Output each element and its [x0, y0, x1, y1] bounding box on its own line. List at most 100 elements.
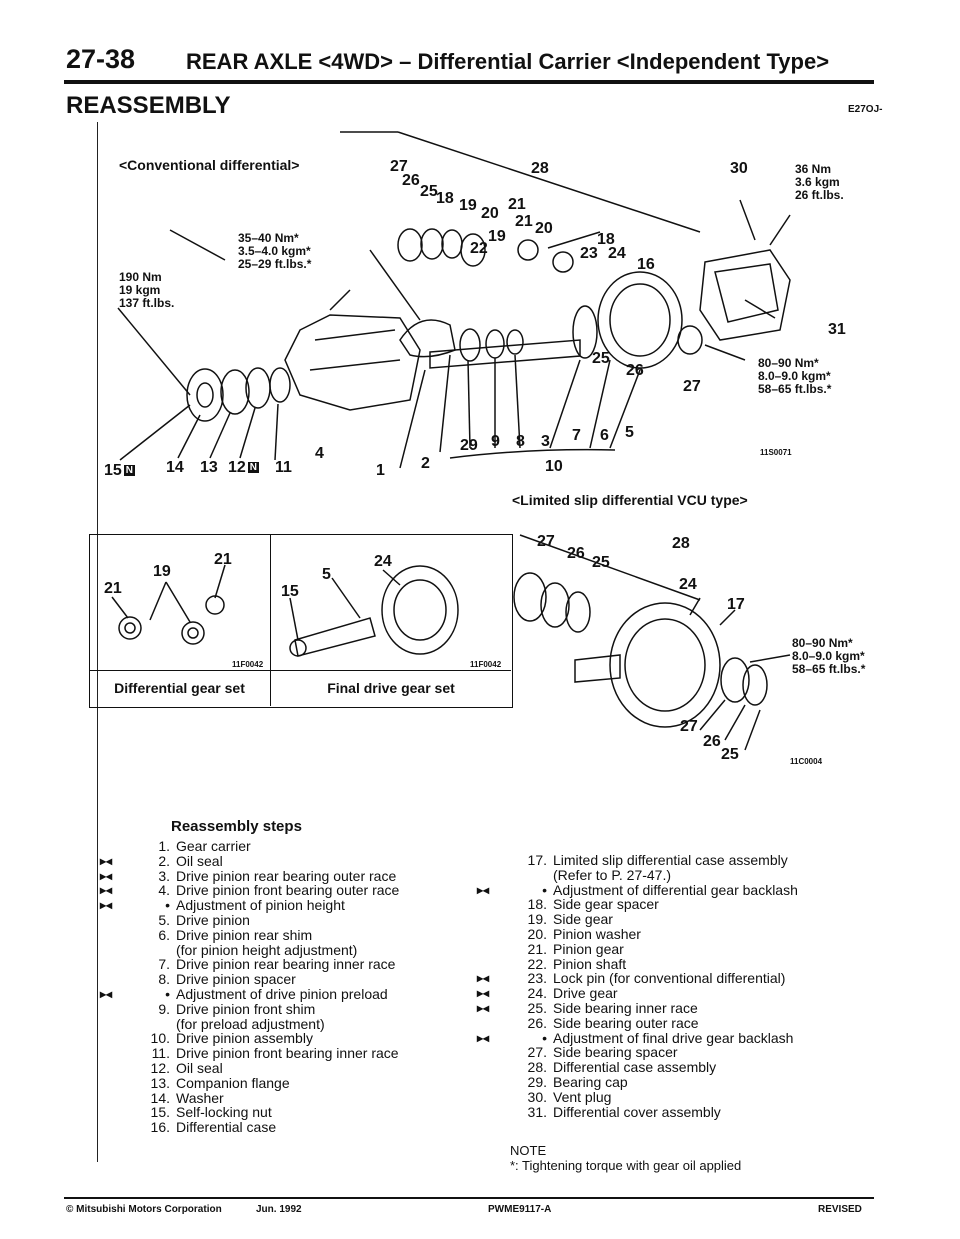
step-text: Pinion shaft	[553, 955, 627, 972]
step-number: 23.	[527, 970, 547, 987]
step-number: 12.	[150, 1059, 170, 1076]
step-item: 15.Self-locking nut	[144, 1105, 399, 1120]
step-text: Pinion washer	[553, 925, 641, 942]
callout: 27	[680, 718, 698, 735]
callout: 3	[541, 433, 550, 450]
step-item: 11. Drive pinion front bearing inner race	[144, 1046, 399, 1061]
step-text: Drive pinion rear bearing inner race	[176, 956, 396, 973]
step-item: (for pinion height adjustment)	[144, 941, 399, 958]
figure-code-lsd: 11C0004	[790, 757, 823, 766]
diagram-heading-lsd: <Limited slip differential VCU type>	[512, 492, 748, 508]
callout: 28	[531, 160, 549, 177]
torque-spec-a: 35–40 Nm*3.5–4.0 kgm*25–29 ft.lbs.*	[238, 231, 312, 271]
torque-spec-lsd: 80–90 Nm*8.0–9.0 kgm*58–65 ft.lbs.*	[792, 636, 866, 676]
callout: 31	[828, 321, 846, 338]
step-text: Pinion gear	[553, 940, 624, 957]
step-item: 17.Limited slip differential case assemb…	[521, 853, 798, 868]
note-text: *: Tightening torque with gear oil appli…	[510, 1158, 742, 1173]
step-number: 20.	[527, 925, 547, 942]
step-item: 14.Washer	[144, 1089, 399, 1106]
steps-list-right: 17.Limited slip differential case assemb…	[477, 853, 798, 1120]
section-title: REASSEMBLY	[66, 92, 231, 119]
step-text: Drive pinion spacer	[176, 971, 296, 988]
callout: 27	[683, 378, 701, 395]
step-number: 19.	[527, 911, 547, 928]
step-item: ▸◂Adjustment of pinion height	[100, 897, 399, 914]
step-text: Companion flange	[176, 1074, 290, 1091]
step-number: 2.	[158, 852, 170, 869]
step-number: 7.	[158, 956, 170, 973]
special-tool-icon: ▸◂	[100, 986, 113, 1001]
step-text: Differential cover assembly	[553, 1103, 721, 1120]
step-item: ▸◂2.Oil seal	[100, 852, 399, 869]
step-item: ▸◂4.Drive pinion front bearing outer rac…	[100, 882, 400, 899]
step-text: Side bearing spacer	[553, 1044, 678, 1061]
step-number	[521, 883, 547, 898]
callout: 27	[537, 533, 555, 550]
step-text: Self-locking nut	[176, 1104, 272, 1121]
step-number: 14.	[150, 1089, 170, 1106]
step-text: Adjustment of pinion height	[176, 897, 345, 914]
callout: 17	[727, 596, 745, 613]
callout: 25	[592, 350, 610, 367]
callout: 7	[572, 427, 581, 444]
step-item: 28.Differential case assembly	[521, 1060, 798, 1075]
step-item: ▸◂Adjustment of differential gear backla…	[477, 881, 798, 898]
step-number: 30.	[527, 1088, 547, 1105]
step-text: Drive pinion front bearing outer race	[176, 882, 400, 899]
callout: 11	[275, 459, 292, 476]
footer-doc-code: PWME9117-A	[488, 1204, 552, 1215]
step-text: Side bearing outer race	[553, 1014, 699, 1031]
step-item: 6.Drive pinion rear shim	[144, 927, 399, 943]
step-text: Drive pinion front bearing inner race	[176, 1045, 399, 1062]
callout: 26	[402, 172, 420, 189]
step-text: Drive pinion	[176, 911, 250, 928]
step-number: 9.	[158, 1000, 170, 1017]
special-tool-icon: ▸◂	[477, 986, 490, 1001]
callout: 15	[281, 583, 299, 600]
step-text: Drive gear	[553, 985, 618, 1002]
step-item: ▸◂24.Drive gear	[477, 985, 798, 1002]
footer-status: REVISED	[818, 1204, 862, 1215]
footer-date: Jun. 1992	[256, 1204, 302, 1215]
inset-frame	[89, 534, 513, 708]
step-item: 13. Companion flange	[144, 1074, 399, 1091]
callout: 30	[730, 160, 748, 177]
step-text: (for pinion height adjustment)	[176, 941, 358, 958]
step-text: (for preload adjustment)	[176, 1015, 325, 1032]
step-number	[521, 1031, 547, 1046]
callout: 25	[592, 554, 610, 571]
callout: 21	[508, 196, 526, 213]
step-number: 11.	[151, 1045, 170, 1062]
step-number: 10.	[150, 1030, 170, 1047]
steps-list-left: 1.Gear carrier▸◂2.Oil seal▸◂3.Drive pini…	[100, 839, 400, 1135]
step-item: 1.Gear carrier	[144, 839, 399, 854]
step-item: 22.Pinion shaft	[521, 955, 798, 972]
step-item: 16.Differential case	[144, 1120, 399, 1135]
inset-caption-differential-gear-set: Differential gear set	[114, 680, 245, 696]
diagram-heading-conventional: <Conventional differential>	[119, 157, 300, 173]
inset-caption-rule	[89, 670, 511, 671]
callout: 24	[608, 245, 626, 262]
step-number: 28.	[527, 1059, 547, 1076]
callout: 5	[625, 424, 634, 441]
step-text: Drive pinion rear bearing outer race	[176, 867, 397, 884]
step-number: 13.	[150, 1074, 170, 1091]
page-header-title: REAR AXLE <4WD> – Differential Carrier <…	[186, 49, 830, 74]
callout: 8	[516, 433, 525, 450]
callout: 28	[672, 535, 690, 552]
step-number: 25.	[527, 999, 547, 1016]
step-item: 29.Bearing cap	[521, 1075, 798, 1090]
figure-code-main: 11S0071	[760, 448, 792, 457]
section-code: E27OJ-	[848, 104, 883, 115]
page-number: 27-38	[66, 44, 136, 74]
step-text: Limited slip differential case assembly	[553, 852, 788, 868]
callout: 1	[376, 462, 385, 479]
callout: 18	[436, 190, 454, 207]
footer-rule	[64, 1197, 874, 1199]
step-text: Adjustment of differential gear backlash	[553, 881, 798, 898]
inset-code-right: 11F0042	[470, 660, 502, 669]
callout: 24	[679, 576, 697, 593]
